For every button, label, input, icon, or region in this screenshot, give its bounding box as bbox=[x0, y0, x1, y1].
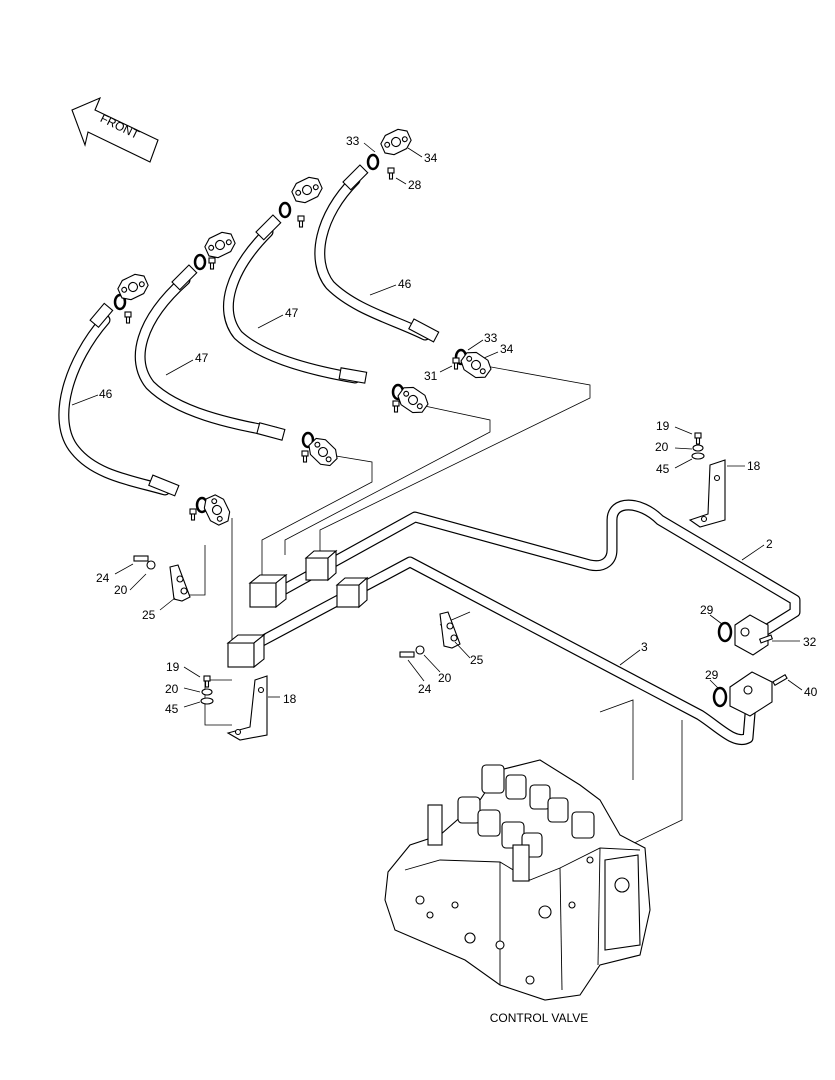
callout-19-upper: 19 bbox=[656, 419, 670, 433]
hose-46-right bbox=[314, 124, 496, 383]
control-valve bbox=[384, 759, 651, 1001]
callout-25-left: 25 bbox=[142, 608, 156, 622]
front-arrow: FRONT bbox=[71, 96, 159, 163]
callout-3: 3 bbox=[641, 640, 648, 654]
tube-end-flanges bbox=[712, 614, 788, 717]
callouts: 33 34 28 46 47 47 46 33 34 31 19 20 45 1… bbox=[71, 134, 818, 716]
tube-blocks bbox=[226, 549, 369, 669]
callout-25-right: 25 bbox=[470, 653, 484, 667]
callout-20-left: 20 bbox=[114, 583, 128, 597]
callout-20-right: 20 bbox=[438, 671, 452, 685]
control-valve-label: CONTROL VALVE bbox=[490, 1011, 588, 1025]
clamp-25-right bbox=[399, 611, 461, 658]
callout-45-lower: 45 bbox=[165, 702, 179, 716]
callout-31: 31 bbox=[424, 369, 438, 383]
callout-46-right: 46 bbox=[398, 277, 412, 291]
callout-33-lower: 33 bbox=[484, 331, 498, 345]
callout-29-lower: 29 bbox=[705, 668, 719, 682]
bracket-18-upper bbox=[688, 432, 726, 528]
hose-46-left bbox=[58, 269, 235, 530]
hose-47-left bbox=[134, 227, 343, 471]
callout-33-upper: 33 bbox=[346, 134, 360, 148]
callout-20-lower: 20 bbox=[165, 682, 179, 696]
clamp-25-left bbox=[133, 555, 191, 602]
tube-2 bbox=[259, 499, 801, 646]
callout-19-lower: 19 bbox=[166, 660, 180, 674]
callout-47-right: 47 bbox=[285, 306, 299, 320]
hose-47-right bbox=[222, 172, 433, 418]
callout-28: 28 bbox=[408, 178, 422, 192]
tube-3 bbox=[239, 556, 758, 746]
callout-18-upper: 18 bbox=[747, 459, 761, 473]
callout-45-upper: 45 bbox=[656, 462, 670, 476]
callout-24-right: 24 bbox=[418, 682, 432, 696]
callout-34-upper: 34 bbox=[424, 151, 438, 165]
callout-18-lower: 18 bbox=[283, 692, 297, 706]
callout-20-upper: 20 bbox=[655, 440, 669, 454]
callout-29-upper: 29 bbox=[700, 603, 714, 617]
callout-47-left: 47 bbox=[195, 351, 209, 365]
bracket-18-lower bbox=[200, 675, 268, 741]
callout-46-left: 46 bbox=[99, 387, 113, 401]
callout-32: 32 bbox=[803, 635, 817, 649]
callout-34-lower: 34 bbox=[500, 342, 514, 356]
callout-24-left: 24 bbox=[96, 571, 110, 585]
callout-40: 40 bbox=[804, 685, 818, 699]
callout-2: 2 bbox=[766, 537, 773, 551]
